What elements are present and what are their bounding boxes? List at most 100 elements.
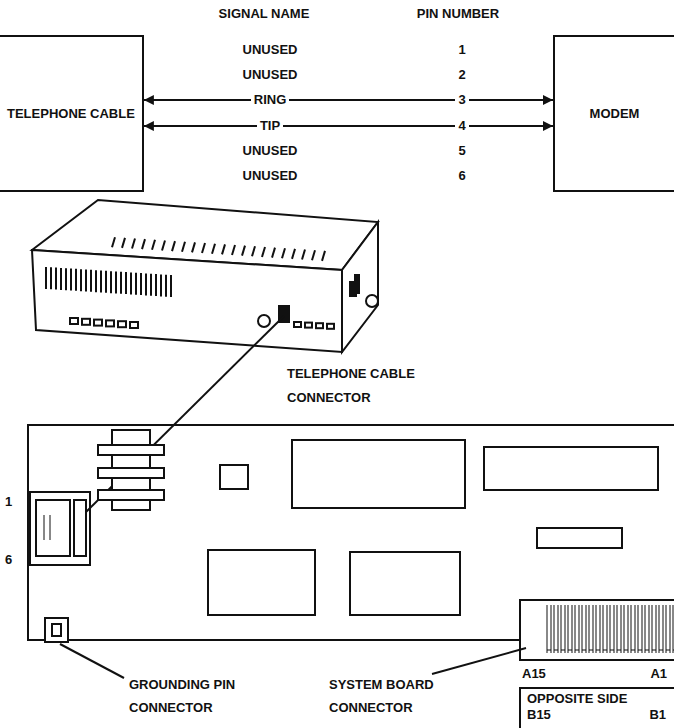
vent-slot (242, 246, 245, 256)
pin-number: 3 (455, 92, 468, 108)
pin-number: 6 (2, 552, 15, 568)
panel-switches (70, 318, 334, 329)
box-title: MODEM (590, 106, 640, 122)
pin-number: 1 (455, 42, 468, 58)
vent-slot (45, 267, 47, 289)
label-holder: TELEPHONE CABLE CONNECTOR (284, 362, 464, 410)
grounding-pin (52, 624, 61, 636)
vent-slot (105, 271, 107, 293)
vent-slot (70, 269, 72, 291)
chip (350, 552, 460, 615)
edge-fingers (545, 605, 674, 653)
vent-slot (322, 251, 325, 261)
vent-slot (162, 240, 165, 250)
signal-name-holder: TIP (257, 118, 283, 134)
label-holder: 4 (447, 118, 477, 134)
jack-contact (44, 515, 45, 540)
vent-slot (170, 275, 172, 297)
vent-slot (152, 240, 155, 250)
vent-slot (202, 243, 205, 253)
signal-line (144, 125, 553, 127)
label-holder: PIN NUMBER (393, 6, 523, 22)
cable-bracket: TELEPHONE CABLE (0, 35, 144, 192)
modem-card (28, 425, 674, 660)
panel-key (327, 324, 334, 329)
chip (208, 550, 315, 615)
phone-jack (30, 492, 90, 565)
label-holder: UNUSED (220, 42, 320, 58)
pin-number: 1 (2, 494, 15, 510)
vent-slot (142, 239, 145, 249)
modem-bracket: MODEM (553, 35, 674, 192)
vent-slot (110, 271, 112, 293)
unit-side (342, 222, 378, 352)
vent-slot (50, 267, 52, 289)
column-heading: PIN NUMBER (414, 6, 502, 22)
pin-label: A1 (647, 666, 670, 682)
vent-slot (282, 248, 285, 258)
panel-key (106, 320, 114, 326)
label-holder: SIGNAL NAME (199, 6, 329, 22)
vent-slot (65, 268, 67, 290)
vent-slot (140, 273, 142, 295)
part-name: GROUNDING PIN CONNECTOR (126, 673, 256, 719)
jack-latch (74, 500, 86, 556)
transformer-tab (98, 468, 164, 478)
chip (220, 465, 248, 489)
vent-slot (90, 270, 92, 292)
panel-key (294, 322, 301, 327)
label-holder: 6 (447, 168, 477, 184)
box-title: OPPOSITE SIDE (527, 691, 670, 707)
signal-name: UNUSED (240, 42, 301, 58)
unit-front (32, 250, 342, 352)
column-heading: SIGNAL NAME (216, 6, 313, 22)
label-holder: 3 (447, 92, 477, 108)
vent-slot (272, 248, 275, 258)
vent-slot (262, 247, 265, 257)
vent-slot (100, 270, 102, 292)
vent-slot (160, 274, 162, 296)
vent-slot (212, 244, 215, 254)
vent-slot (192, 242, 195, 252)
vent-slot (75, 269, 77, 291)
transformer-tab (98, 445, 164, 455)
vent-slot (55, 268, 57, 290)
vent-slot (80, 269, 82, 291)
vent-slot (132, 239, 135, 249)
vent-slot (125, 272, 127, 294)
leader-line (60, 644, 124, 678)
vent-slot (122, 238, 125, 248)
vent-slot (182, 242, 185, 252)
panel-key (94, 320, 102, 326)
part-name: TELEPHONE CABLE CONNECTOR (284, 362, 464, 410)
panel-key (305, 323, 312, 328)
label-holder: UNUSED (220, 168, 320, 184)
vent-slots (46, 267, 171, 297)
label-holder: SYSTEM BOARD CONNECTOR (326, 673, 456, 719)
panel-knob (258, 315, 270, 327)
grounding-pin-connector (45, 618, 68, 642)
vent-slot (135, 273, 137, 295)
vent-slot (112, 237, 115, 247)
leader-line (86, 316, 284, 512)
vent-slot (165, 275, 167, 297)
vent-slot (85, 270, 87, 292)
vent-slot (130, 272, 132, 294)
vent-slot (312, 250, 315, 260)
transformer-tab (98, 490, 164, 500)
label-holder: 6 (2, 552, 20, 568)
chip (292, 440, 465, 508)
vent-slot (95, 270, 97, 292)
panel-key (130, 322, 138, 328)
vent-slots (112, 237, 325, 261)
signal-name: RING (251, 92, 290, 108)
chip (484, 447, 658, 490)
label-holder: A1 (636, 666, 670, 682)
label-holder: UNUSED (220, 143, 320, 159)
vent-slot (115, 271, 117, 293)
modem-unit (32, 200, 378, 352)
jack-contact (50, 515, 51, 540)
label-holder: UNUSED (220, 67, 320, 83)
vent-slot (120, 272, 122, 294)
vent-slot (292, 249, 295, 259)
